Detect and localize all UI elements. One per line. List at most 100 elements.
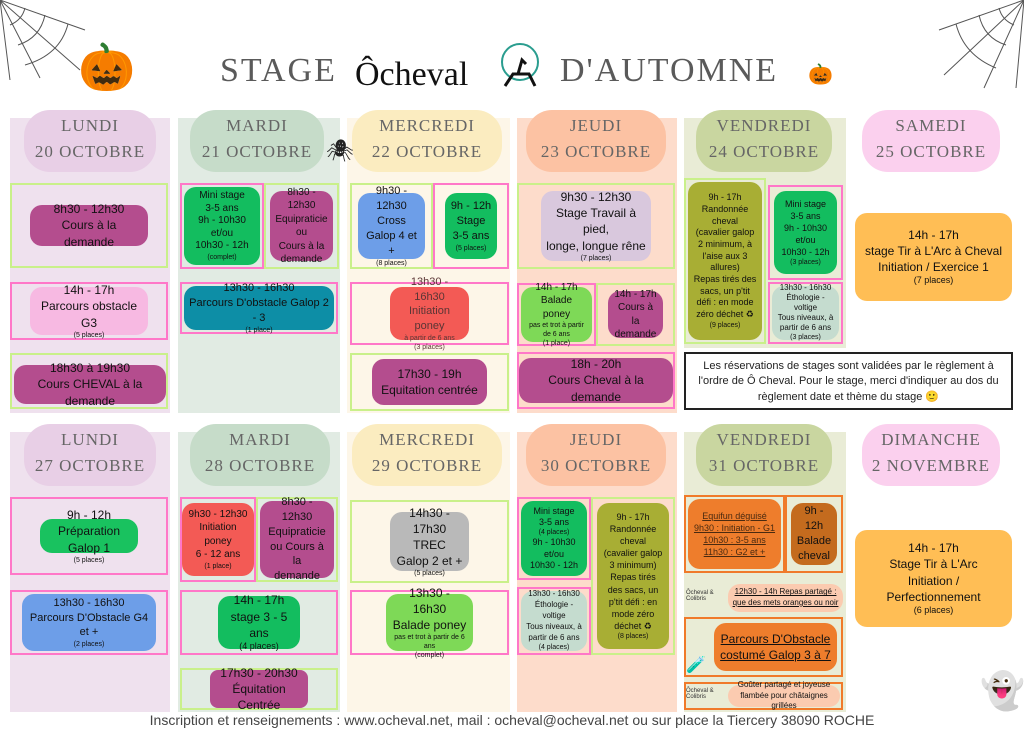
text: 14h30 - 17h30: [409, 505, 450, 536]
text: 9h30 - 12h30: [560, 190, 632, 205]
text: 13h30 - 16h30: [779, 283, 832, 293]
text: JEUDI: [569, 116, 623, 135]
text: longe, longue rêne: [546, 238, 646, 253]
text: MERCREDI: [379, 430, 475, 449]
text: 3-5 ans: [790, 210, 821, 221]
text: (8 places): [617, 633, 649, 641]
text: Equipraticie ou: [275, 213, 328, 239]
title-automne: D'AUTOMNE: [560, 52, 779, 89]
text: (complet): [207, 253, 237, 261]
event-vendredi31-repas[interactable]: 12h30 - 14h Repas partagé : que des mets…: [728, 584, 843, 612]
text: (complet): [414, 652, 445, 660]
text: 20 OCTOBRE: [34, 142, 146, 161]
text: Balade: [796, 535, 832, 547]
text: Parcours D'Obstacle G4 et +: [29, 611, 149, 639]
spiderweb-icon: [0, 0, 86, 80]
text: LUNDI: [61, 116, 119, 135]
text: (1 place): [245, 326, 273, 334]
text: 14h - 17h: [908, 227, 959, 242]
text: SAMEDI: [895, 116, 967, 135]
text: VENDREDI: [716, 116, 812, 135]
text: Parcours D'obstacle Galop 2 - 3: [189, 297, 329, 324]
text: [0, 0, 86, 80]
text: (1 place): [542, 340, 571, 348]
text: LUNDI: [61, 430, 119, 449]
text: MARDI: [226, 116, 288, 135]
event-vendredi31-gouter[interactable]: Goûter partagé et joyeuse flambée pour c…: [684, 680, 843, 710]
text: Stage Tir à L'Arc: [889, 557, 978, 572]
text: Galop 2 et +: [396, 554, 463, 569]
text: Randonnée cheval: [609, 523, 657, 547]
text: Tous niveaux, à partir de 6 ans: [777, 313, 834, 333]
text: Stage Travail à pied,: [555, 206, 637, 237]
text: Cours à la demande: [278, 240, 325, 266]
text: (7 places): [580, 254, 612, 262]
spider-icon: 🕷: [326, 138, 354, 163]
text: (3 places): [414, 344, 445, 352]
text: (5 places): [73, 331, 105, 339]
text: 9h - 10h30: [783, 222, 828, 233]
text: et/ou: [543, 548, 565, 559]
day-header-mardi-21: MARDI 21 OCTOBRE: [190, 110, 324, 172]
text: costumé Galop 3 à 7: [720, 648, 831, 662]
text: DIMANCHE: [881, 430, 981, 449]
text: [955, 7, 1015, 69]
ocheval-colibris-logo: Ôcheval & Colibris: [686, 688, 714, 700]
text: Mini stage: [199, 190, 245, 202]
text: stage Tir à L'Arc à Cheval: [864, 244, 1003, 259]
text: MARDI: [229, 430, 291, 449]
text: Repas tirés des sacs, un p'tit défi : en…: [693, 273, 757, 320]
text: ou Cours à la: [270, 540, 324, 568]
text: VENDREDI: [716, 430, 812, 449]
text: Randonnée cheval: [701, 203, 749, 226]
text: 10h30 - 12h: [781, 247, 830, 258]
text: 21 OCTOBRE: [201, 142, 313, 161]
text: 9h30 - 12h30: [375, 185, 408, 213]
cauldron-icon: 🧪: [686, 657, 706, 674]
text: pas et trot à partir de 6 ans: [529, 322, 584, 339]
text: (3 places): [790, 334, 821, 342]
